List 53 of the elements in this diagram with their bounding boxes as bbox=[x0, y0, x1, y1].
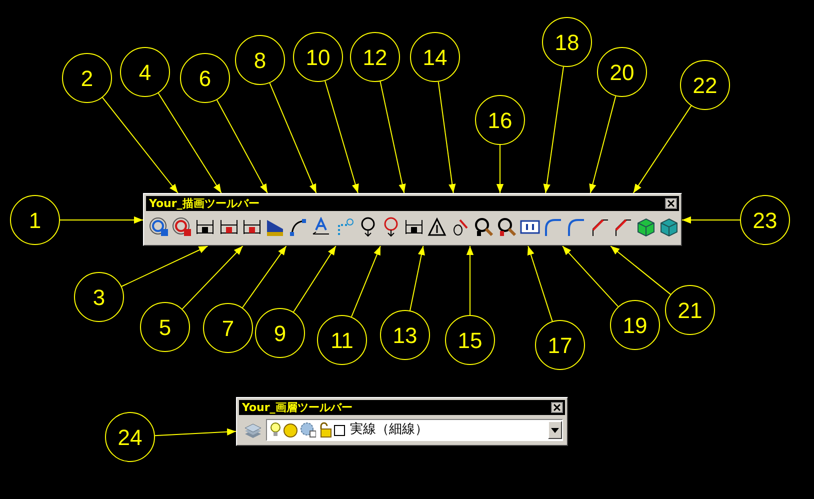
callout-number: 19 bbox=[610, 300, 660, 350]
leader-line bbox=[182, 246, 244, 310]
leader-line bbox=[293, 246, 336, 312]
toolbar-title: Your_画層ツールバー bbox=[242, 400, 352, 415]
callout-number: 9 bbox=[255, 308, 305, 358]
callout-number: 16 bbox=[475, 95, 525, 145]
leader-line bbox=[158, 92, 222, 194]
toolbar-panel bbox=[236, 397, 568, 446]
callout-number: 24 bbox=[105, 412, 155, 462]
leader-line bbox=[610, 246, 672, 295]
leader-line bbox=[466, 246, 474, 316]
callout-number: 8 bbox=[235, 35, 285, 85]
leader-line bbox=[562, 246, 619, 308]
callout-number: 4 bbox=[120, 47, 170, 97]
callout-number: 23 bbox=[740, 195, 790, 245]
callout-number: 1 bbox=[10, 195, 60, 245]
leader-line bbox=[269, 82, 317, 194]
leader-line bbox=[216, 99, 268, 194]
leader-line bbox=[102, 97, 178, 194]
toolbar-title: Your_描画ツールバー bbox=[149, 196, 260, 211]
leader-line bbox=[324, 80, 359, 194]
callout-number: 10 bbox=[293, 32, 343, 82]
callout-number: 11 bbox=[317, 315, 367, 365]
leader-line bbox=[496, 144, 504, 194]
callout-number: 13 bbox=[380, 310, 430, 360]
callout-number: 2 bbox=[62, 53, 112, 103]
leader-line bbox=[527, 246, 553, 322]
leader-line bbox=[60, 216, 144, 224]
callout-number: 17 bbox=[535, 320, 585, 370]
linetype-text: 実線（細線） bbox=[350, 421, 428, 440]
callout-number: 5 bbox=[140, 302, 190, 352]
leader-line bbox=[242, 246, 287, 308]
leader-line bbox=[682, 216, 740, 224]
leader-line bbox=[589, 96, 616, 194]
callout-number: 15 bbox=[445, 315, 495, 365]
leader-line bbox=[350, 246, 381, 318]
callout-number: 20 bbox=[597, 47, 647, 97]
leader-line bbox=[543, 66, 564, 194]
callout-number: 12 bbox=[350, 32, 400, 82]
callout-number: 22 bbox=[680, 60, 730, 110]
leader-line bbox=[632, 105, 692, 194]
leader-line bbox=[380, 80, 406, 194]
callout-number: 7 bbox=[203, 303, 253, 353]
toolbar-panel bbox=[143, 193, 682, 246]
leader-line bbox=[438, 81, 456, 194]
callout-number: 3 bbox=[74, 272, 124, 322]
callout-number: 14 bbox=[410, 32, 460, 82]
callout-number: 6 bbox=[180, 53, 230, 103]
leader-line bbox=[154, 428, 236, 436]
callout-number: 21 bbox=[665, 285, 715, 335]
callout-number: 18 bbox=[542, 17, 592, 67]
leader-line bbox=[410, 246, 425, 311]
leader-line bbox=[121, 246, 208, 287]
